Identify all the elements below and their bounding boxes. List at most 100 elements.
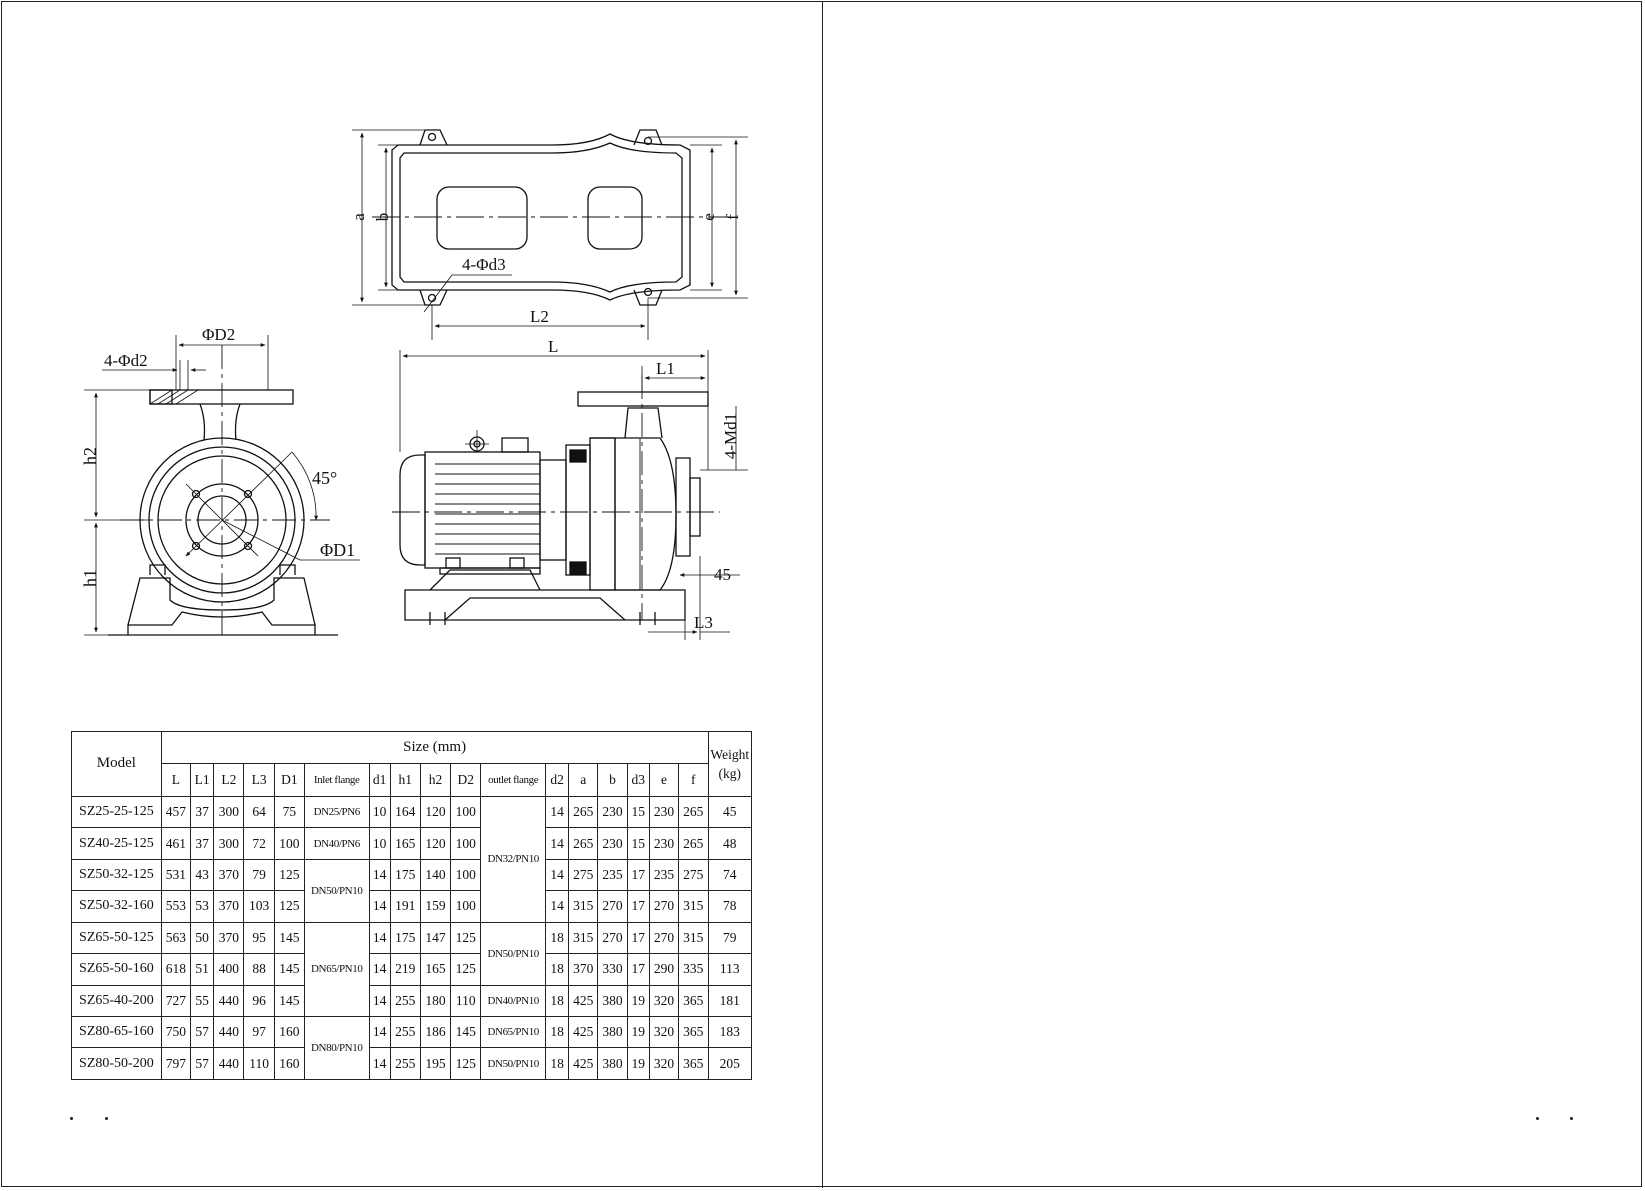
- cell: 10: [368, 795, 391, 829]
- col-header: h1: [389, 763, 421, 797]
- cell: 14: [368, 858, 391, 892]
- col-header: L: [160, 763, 192, 797]
- cell-model: SZ65-50-125: [71, 921, 162, 955]
- cell: 17: [626, 890, 650, 923]
- cell: 18: [544, 984, 570, 1017]
- cell: 14: [544, 858, 570, 892]
- cell: 370: [213, 858, 245, 892]
- page-dot: [105, 1117, 108, 1120]
- col-header: L1: [190, 763, 215, 797]
- cell: 380: [597, 1015, 628, 1049]
- cell: 265: [678, 795, 709, 829]
- cell: 175: [389, 858, 421, 892]
- cell: 270: [597, 921, 628, 955]
- cell-outlet: DN65/PN10: [480, 1015, 546, 1049]
- cell: 380: [597, 1047, 628, 1080]
- cell: 100: [450, 858, 482, 892]
- table-row: SZ80-50-200 797 57 440 110 160 14 255 19…: [71, 1047, 752, 1080]
- cell: 64: [243, 795, 275, 829]
- cell: 159: [419, 890, 452, 923]
- label-e: e: [699, 213, 718, 221]
- cell: 75: [273, 795, 305, 829]
- weight-header: Weight (kg): [707, 731, 752, 797]
- cell: 165: [389, 827, 421, 860]
- cell-model: SZ40-25-125: [71, 827, 162, 860]
- cell: 79: [243, 858, 275, 892]
- col-header: f: [678, 763, 709, 797]
- cell: 10: [368, 827, 391, 860]
- cell: 315: [678, 890, 709, 923]
- cell: 335: [678, 953, 709, 986]
- cell: 17: [626, 953, 650, 986]
- cell-outlet-merged: DN50/PN10: [480, 921, 546, 986]
- cell: 315: [678, 921, 709, 955]
- cell: 14: [368, 1015, 391, 1049]
- cell: 55: [190, 984, 215, 1017]
- cell: 425: [568, 1015, 599, 1049]
- table-row: SZ50-32-125 531 43 370 79 125 DN50/PN10 …: [71, 858, 752, 923]
- cell: 140: [419, 858, 452, 892]
- label-d2: ΦD2: [202, 325, 235, 344]
- col-header: h2: [419, 763, 452, 797]
- dimension-table: Model Size (mm) Weight (kg) L L1 L2 L3 D…: [71, 730, 752, 1081]
- table-row: SZ65-50-125 563 50 370 95 145 DN65/PN10 …: [71, 921, 752, 1017]
- cell: 125: [273, 890, 305, 923]
- col-header: D1: [273, 763, 305, 797]
- cell: 110: [450, 984, 482, 1017]
- cell: 191: [389, 890, 421, 923]
- cell: 147: [419, 921, 452, 955]
- cell: 17: [626, 921, 650, 955]
- cell: 727: [160, 984, 192, 1017]
- table-row: SZ50-32-160 553 53 370 103 125 14 191 15…: [71, 890, 752, 923]
- cell-model: SZ80-65-160: [71, 1015, 162, 1049]
- cell: 14: [368, 921, 391, 955]
- cell: 110: [243, 1047, 275, 1080]
- cell: 255: [389, 984, 421, 1017]
- table-row: SZ65-40-200 727 55 440 96 145 14 255 180…: [71, 984, 752, 1017]
- cell: 120: [419, 827, 452, 860]
- cell: 14: [368, 890, 391, 923]
- cell-model: SZ25-25-125: [71, 795, 162, 829]
- cell: 300: [213, 795, 245, 829]
- col-header: b: [597, 763, 628, 797]
- table-row: SZ80-65-160 750 57 440 97 160 DN80/PN10 …: [71, 1015, 752, 1081]
- page-dot: [1536, 1117, 1539, 1120]
- cell: 160: [273, 1015, 305, 1049]
- label-b: b: [373, 213, 392, 222]
- cell: 563: [160, 921, 192, 955]
- table-row: SZ65-50-160 618 51 400 88 145 14 219 165…: [71, 953, 752, 986]
- cell-model: SZ65-50-160: [71, 953, 162, 986]
- cell: 330: [597, 953, 628, 986]
- cell: 18: [544, 921, 570, 955]
- col-header: d2: [544, 763, 570, 797]
- label-holes-d3: 4-Φd3: [462, 255, 506, 274]
- col-header: Inlet flange: [303, 763, 370, 797]
- cell: 17: [626, 858, 650, 892]
- cell: 50: [190, 921, 215, 955]
- cell: 400: [213, 953, 245, 986]
- cell: 37: [190, 827, 215, 860]
- cell-inlet: DN25/PN6: [303, 795, 370, 829]
- cell: 365: [678, 1047, 709, 1080]
- label-h1: h1: [80, 569, 100, 587]
- cell: 320: [648, 1015, 680, 1049]
- cell: 15: [626, 795, 650, 829]
- cell: 255: [389, 1047, 421, 1080]
- cell: 230: [648, 795, 680, 829]
- cell: 235: [597, 858, 628, 892]
- cell: 230: [597, 827, 628, 860]
- cell: 88: [243, 953, 275, 986]
- label-holes-d2: 4-Φd2: [104, 351, 148, 370]
- cell-inlet: DN40/PN6: [303, 827, 370, 860]
- page-divider: [822, 1, 823, 1188]
- side-view: [392, 350, 748, 640]
- label-h2: h2: [80, 447, 100, 465]
- cell-model: SZ50-32-125: [71, 858, 162, 892]
- table-row: SZ25-25-125 457 37 300 64 75 DN25/PN6 10…: [71, 795, 752, 923]
- cell-weight: 48: [707, 827, 752, 860]
- cell: 219: [389, 953, 421, 986]
- cell: 14: [544, 827, 570, 860]
- cell-model: SZ80-50-200: [71, 1047, 162, 1080]
- label-bolts-md1: 4-Md1: [721, 413, 740, 459]
- cell-weight: 79: [707, 921, 752, 955]
